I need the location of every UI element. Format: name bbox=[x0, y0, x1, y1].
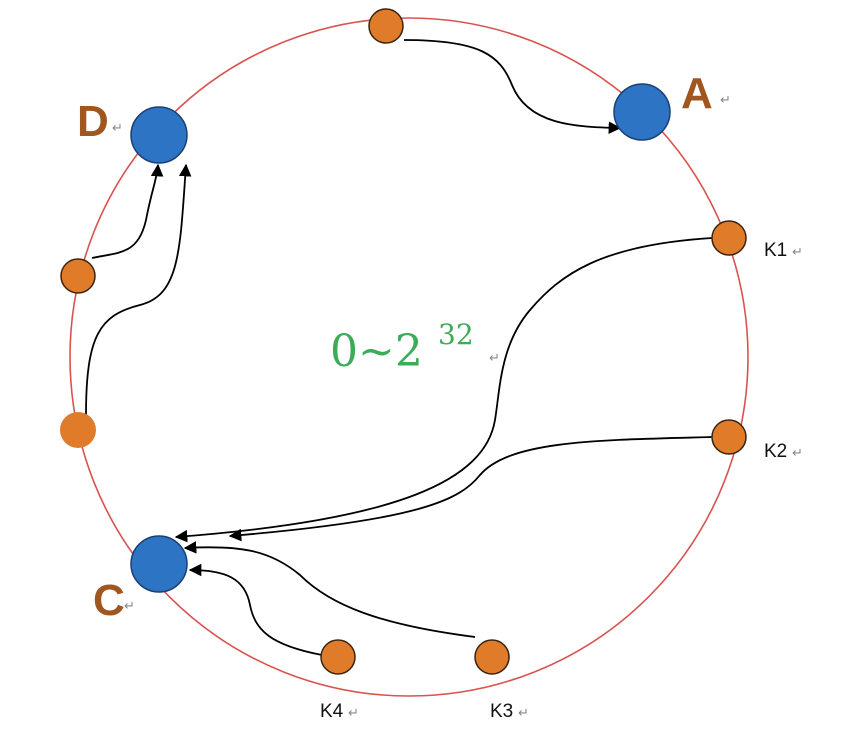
key-label-k2: K2 bbox=[764, 441, 787, 462]
paragraph-mark: ↵ bbox=[792, 446, 803, 461]
arrow-k1-to-c bbox=[174, 237, 713, 543]
paragraph-mark: ↵ bbox=[489, 351, 500, 366]
key-label-k3: K3 bbox=[490, 701, 513, 722]
paragraph-mark: ↵ bbox=[720, 93, 731, 108]
arrow-left-node-to-d bbox=[91, 163, 164, 259]
key-label-k1: K1 bbox=[764, 240, 787, 261]
key-node-k1 bbox=[711, 220, 747, 256]
paragraph-mark: ↵ bbox=[124, 599, 135, 614]
key-nodes bbox=[60, 8, 747, 675]
hash-range-exponent: 32 bbox=[438, 318, 474, 351]
server-label-d: D bbox=[77, 97, 109, 146]
key-node-left-lower bbox=[60, 412, 96, 448]
paragraph-mark: ↵ bbox=[518, 706, 529, 721]
paragraph-mark: ↵ bbox=[348, 706, 359, 721]
key-node-k2 bbox=[711, 419, 747, 455]
arrow-k4-to-c bbox=[188, 563, 323, 656]
arrow-k2-to-c bbox=[228, 436, 713, 542]
hash-ring bbox=[69, 17, 749, 697]
arrow-top-node-to-a bbox=[403, 39, 622, 135]
server-nodes bbox=[130, 83, 671, 593]
server-node-d bbox=[130, 106, 188, 164]
paragraph-mark: ↵ bbox=[112, 121, 123, 136]
server-node-c bbox=[130, 535, 188, 593]
server-label-a: A bbox=[681, 69, 713, 118]
mapping-arrows bbox=[85, 39, 713, 656]
hash-range-label: 0~2 bbox=[330, 326, 423, 377]
server-node-a bbox=[613, 83, 671, 141]
key-node-k4 bbox=[320, 639, 356, 675]
key-label-k4: K4 bbox=[320, 701, 344, 722]
arrow-k3-to-c bbox=[183, 541, 476, 638]
arrow-left-lower-node-to-d bbox=[85, 163, 192, 416]
server-label-c: C bbox=[93, 576, 125, 625]
paragraph-mark: ↵ bbox=[792, 245, 803, 260]
key-node-k3 bbox=[474, 639, 510, 675]
key-node-left-upper bbox=[60, 258, 96, 294]
key-node-top bbox=[368, 8, 404, 44]
